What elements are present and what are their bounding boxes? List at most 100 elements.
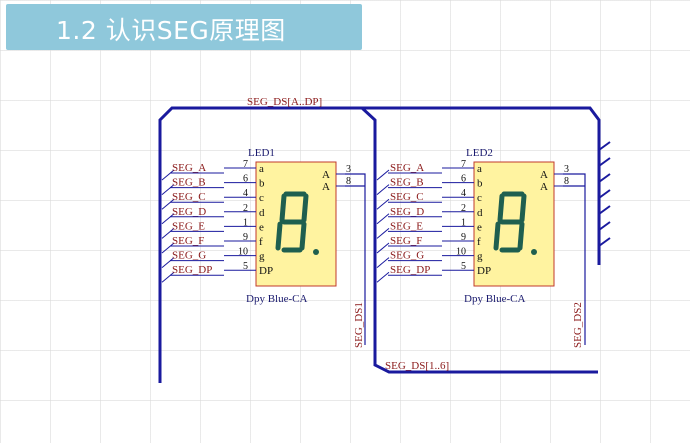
bus-entry bbox=[376, 198, 390, 210]
net-label-seg_d: SEG_D bbox=[390, 206, 424, 218]
net-label-seg_dp: SEG_DP bbox=[172, 264, 212, 276]
net-label-seg_e: SEG_E bbox=[390, 220, 423, 232]
pin-name: c bbox=[477, 192, 482, 204]
net-label-seg_d: SEG_D bbox=[172, 206, 206, 218]
bus-entry bbox=[161, 257, 175, 268]
led-ref: LED2 bbox=[466, 147, 493, 159]
bus-entries bbox=[161, 169, 390, 283]
anode-pin-number: 8 bbox=[564, 176, 569, 187]
pin-number: 5 bbox=[461, 261, 466, 272]
segment-e bbox=[275, 221, 283, 251]
right-bus-entry bbox=[598, 141, 611, 151]
segment-dp bbox=[313, 249, 319, 255]
anode-name: A bbox=[540, 181, 548, 193]
pin-number: 10 bbox=[238, 247, 248, 258]
pin-name: f bbox=[259, 236, 263, 248]
right-bus-entry bbox=[598, 173, 611, 183]
bus-entry bbox=[161, 198, 175, 210]
pin-name: e bbox=[477, 221, 482, 233]
slide-title: 1.2 认识SEG原理图 bbox=[56, 16, 286, 45]
bus-entry bbox=[376, 271, 390, 283]
wire-ds2 bbox=[563, 173, 586, 345]
pin-number: 2 bbox=[461, 203, 466, 214]
net-label-seg_b: SEG_B bbox=[390, 177, 424, 189]
net-label-seg_e: SEG_E bbox=[172, 220, 205, 232]
pin-number: 5 bbox=[243, 261, 248, 272]
anode-pin-number: 8 bbox=[346, 176, 351, 187]
led-part: Dpy Blue-CA bbox=[464, 293, 525, 305]
pin-name: d bbox=[477, 207, 483, 219]
net-label-seg_c: SEG_C bbox=[390, 191, 424, 203]
right-bus-entry bbox=[598, 189, 611, 199]
pin-name: c bbox=[259, 192, 264, 204]
led-part: Dpy Blue-CA bbox=[246, 293, 307, 305]
bus-label-top: SEG_DS[A..DP] bbox=[247, 96, 322, 108]
pin-name: b bbox=[477, 178, 483, 190]
right-bus-entry bbox=[598, 237, 611, 247]
pin-name: e bbox=[259, 221, 264, 233]
pin-name: a bbox=[477, 163, 482, 175]
bus-entry bbox=[376, 169, 390, 181]
pin-name: g bbox=[477, 251, 483, 263]
net-label-seg_dp: SEG_DP bbox=[390, 264, 430, 276]
net-label-seg_f: SEG_F bbox=[172, 235, 204, 247]
pin-name: DP bbox=[477, 265, 491, 277]
right-bus-entry bbox=[598, 157, 611, 167]
led-ref: LED1 bbox=[248, 147, 275, 159]
net-label-seg_c: SEG_C bbox=[172, 191, 206, 203]
net-labels: SEG_DS[A..DP] SEG_DS[1..6] SEG_DS1 SEG_D… bbox=[247, 96, 584, 372]
bus-wires bbox=[158, 106, 601, 383]
segment-c bbox=[299, 221, 307, 251]
pin-number: 6 bbox=[461, 174, 466, 185]
bus-entry bbox=[376, 213, 390, 225]
pin-name: f bbox=[477, 236, 481, 248]
pin-number: 1 bbox=[461, 217, 466, 228]
pin-name: g bbox=[259, 251, 265, 263]
pin-number: 7 bbox=[461, 159, 466, 170]
title-bar: 1.2 认识SEG原理图 bbox=[6, 4, 362, 50]
net-label-seg_g: SEG_G bbox=[172, 250, 206, 262]
pin-number: 4 bbox=[243, 188, 248, 199]
anode-name: A bbox=[322, 181, 330, 193]
pin-number: 9 bbox=[243, 232, 248, 243]
net-label-seg_g: SEG_G bbox=[390, 250, 424, 262]
segment-c bbox=[517, 221, 525, 251]
anode-pin-number: 3 bbox=[346, 164, 351, 175]
bus-main bbox=[158, 106, 598, 383]
wire-ds1 bbox=[345, 173, 366, 345]
pin-number: 4 bbox=[461, 188, 466, 199]
pin-name: a bbox=[259, 163, 264, 175]
anode-name: A bbox=[540, 169, 548, 181]
right-bus-entry bbox=[598, 221, 611, 231]
net-label-seg_a: SEG_A bbox=[172, 162, 206, 174]
net-label-ds1: SEG_DS1 bbox=[353, 302, 365, 348]
pin-number: 9 bbox=[461, 232, 466, 243]
bus-entry bbox=[161, 271, 175, 283]
pin-name: b bbox=[259, 178, 265, 190]
pin-name: d bbox=[259, 207, 265, 219]
bus-entry bbox=[161, 169, 175, 181]
anode-pin-number: 3 bbox=[564, 164, 569, 175]
anode-name: A bbox=[322, 169, 330, 181]
net-label-seg_a: SEG_A bbox=[390, 162, 424, 174]
segment-f bbox=[497, 193, 505, 223]
bus-entry bbox=[376, 242, 390, 254]
bus-entry bbox=[161, 213, 175, 225]
pin-number: 6 bbox=[243, 174, 248, 185]
bus-entry bbox=[376, 257, 390, 268]
pin-number: 1 bbox=[243, 217, 248, 228]
segment-dp bbox=[531, 249, 537, 255]
right-bus-entry bbox=[598, 205, 611, 215]
net-label-seg_f: SEG_F bbox=[390, 235, 422, 247]
bus-entry bbox=[161, 228, 175, 239]
bus-right bbox=[362, 106, 601, 265]
bus-entry bbox=[161, 242, 175, 254]
segment-b bbox=[519, 193, 527, 223]
segment-e bbox=[493, 221, 501, 251]
bus-entry-ticks bbox=[598, 141, 611, 247]
pin-name: DP bbox=[259, 265, 273, 277]
